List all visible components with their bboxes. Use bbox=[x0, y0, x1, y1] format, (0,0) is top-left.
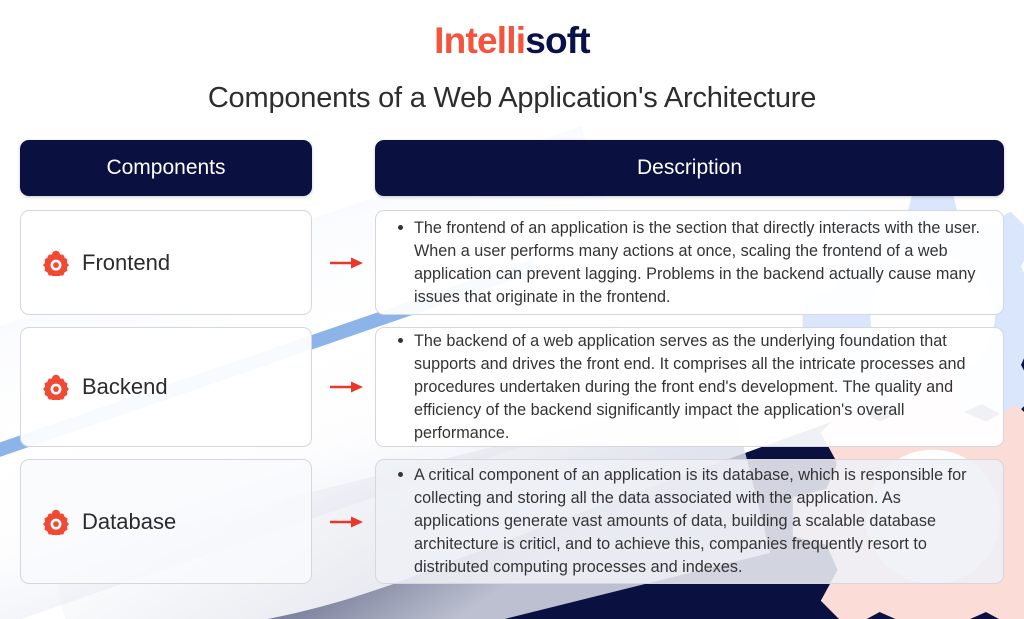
description-list: The backend of a web application serves … bbox=[394, 330, 985, 445]
arrow-right-icon bbox=[330, 515, 364, 529]
gear-icon bbox=[43, 509, 69, 539]
description-text: The backend of a web application serves … bbox=[394, 330, 985, 445]
component-card-database[interactable]: Database bbox=[20, 459, 312, 584]
gear-icon bbox=[43, 250, 69, 280]
component-card-backend[interactable]: Backend bbox=[20, 327, 312, 447]
description-text: The frontend of an application is the se… bbox=[394, 217, 985, 309]
table-row: Database A critical component of an appl… bbox=[0, 459, 1024, 584]
page-title: Components of a Web Application's Archit… bbox=[207, 82, 817, 114]
component-card-frontend[interactable]: Frontend bbox=[20, 210, 312, 315]
description-card-backend: The backend of a web application serves … bbox=[375, 327, 1004, 447]
column-header-components: Components bbox=[20, 140, 312, 196]
component-label: Backend bbox=[82, 374, 168, 399]
arrow-right-icon bbox=[330, 380, 364, 394]
description-text: A critical component of an application i… bbox=[394, 464, 985, 579]
table-row: Frontend The frontend of an application … bbox=[0, 210, 1024, 315]
component-label: Database bbox=[82, 508, 177, 534]
table-row: Backend The backend of a web application… bbox=[0, 327, 1024, 447]
description-card-database: A critical component of an application i… bbox=[375, 459, 1004, 584]
table-header-row: Components Description bbox=[0, 140, 1024, 196]
components-table: Components Description Frontend bbox=[0, 140, 1024, 596]
description-card-frontend: The frontend of an application is the se… bbox=[375, 210, 1004, 315]
description-list: A critical component of an application i… bbox=[394, 464, 985, 579]
gear-icon bbox=[43, 374, 69, 404]
description-list: The frontend of an application is the se… bbox=[394, 217, 985, 309]
component-label: Frontend bbox=[82, 249, 171, 275]
column-header-description: Description bbox=[375, 140, 1004, 196]
arrow-right-icon bbox=[330, 256, 364, 270]
logo-text-secondary: soft bbox=[525, 20, 590, 61]
brand-logo: Intellisoft bbox=[0, 22, 1024, 59]
logo-text-primary: Intelli bbox=[434, 20, 526, 61]
